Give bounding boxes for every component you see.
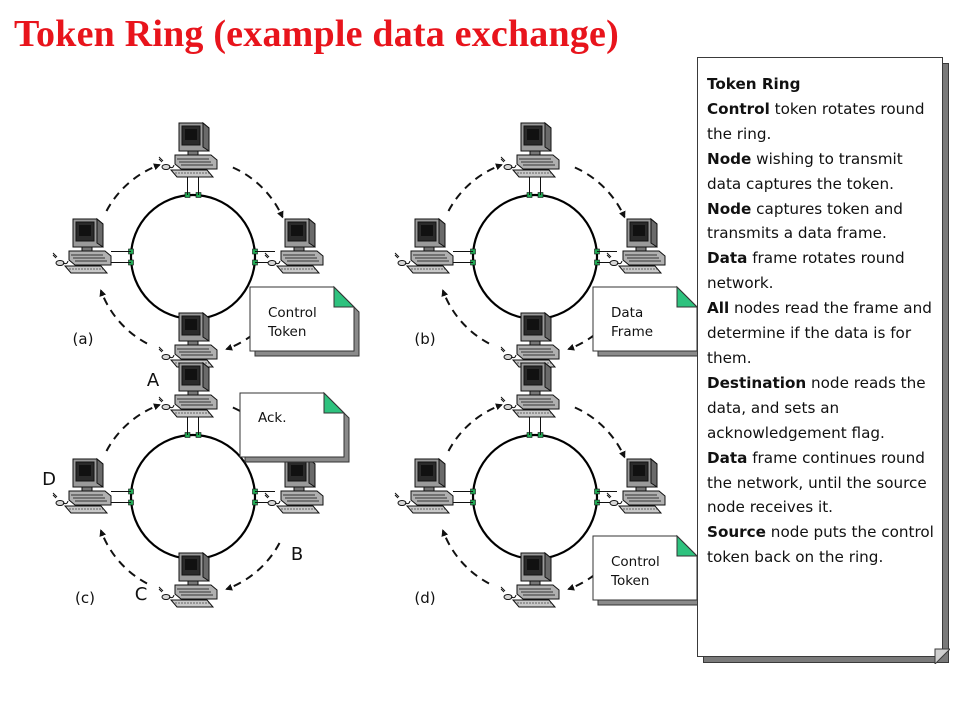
- ring-cable: [471, 433, 599, 561]
- info-step-keyword: Destination: [707, 373, 807, 392]
- info-step-keyword: All: [707, 299, 730, 318]
- flow-arrow: [441, 529, 490, 585]
- computer-icon: [500, 552, 560, 608]
- info-step-keyword: Node: [707, 149, 752, 168]
- computer-icon: [500, 122, 560, 178]
- ring-cable: [471, 193, 599, 321]
- computer-icon: [52, 218, 112, 274]
- ring-connector-top: [184, 417, 202, 438]
- note-text: Ack.: [258, 410, 287, 426]
- ring-panel-c: (c) A B C D Ack.: [42, 362, 350, 608]
- ring-connector-left: [111, 248, 134, 266]
- ring-connector-top: [184, 177, 202, 198]
- computer-icon: [500, 362, 560, 418]
- info-step-keyword: Source: [707, 523, 766, 542]
- info-step: Node captures token and transmits a data…: [707, 197, 939, 247]
- ring-connector-top: [526, 417, 544, 438]
- info-step-keyword: Data: [707, 448, 748, 467]
- info-step: Data frame rotates round network.: [707, 246, 939, 296]
- flow-arrow: [441, 289, 490, 345]
- flow-arrow: [447, 403, 503, 452]
- flow-arrow: [225, 542, 281, 591]
- computer-icon: [264, 458, 324, 514]
- panel-label: (c): [75, 589, 95, 607]
- ring-connector-left: [453, 488, 476, 506]
- info-step: Control token rotates round the ring.: [707, 97, 939, 147]
- info-step-text: frame rotates round network.: [707, 249, 905, 293]
- info-steps: Control token rotates round the ring.Nod…: [707, 97, 939, 570]
- note-text: Control: [611, 554, 660, 570]
- ring-connector-left: [111, 488, 134, 506]
- info-callout: Token Ring Control token rotates round t…: [697, 57, 950, 664]
- info-text: Token Ring Control token rotates round t…: [707, 72, 939, 570]
- info-step-keyword: Data: [707, 249, 748, 268]
- page-title: Token Ring (example data exchange): [14, 13, 619, 55]
- info-step-text: captures token and transmits a data fram…: [707, 199, 903, 243]
- info-step-text: wishing to transmit data captures the to…: [707, 149, 903, 193]
- flow-arrow: [232, 166, 284, 219]
- panel-label: (b): [414, 330, 435, 348]
- info-step: Node wishing to transmit data captures t…: [707, 147, 939, 197]
- note-text: Data: [611, 305, 643, 321]
- note-text: Token: [610, 573, 649, 589]
- flow-arrow: [574, 166, 626, 219]
- callout-page: Token Ring Control token rotates round t…: [697, 57, 943, 657]
- info-step-text: node puts the control token back on the …: [707, 523, 934, 567]
- computer-icon: [52, 458, 112, 514]
- panel-label: (d): [414, 589, 435, 607]
- computer-icon: [394, 458, 454, 514]
- info-heading: Token Ring: [707, 75, 801, 93]
- flow-arrow: [105, 163, 161, 212]
- info-step: Source node puts the control token back …: [707, 520, 939, 570]
- node-label-b: B: [291, 544, 303, 565]
- computer-icon: [158, 122, 218, 178]
- info-step: Data frame continues round the network, …: [707, 446, 939, 521]
- node-label-d: D: [42, 469, 56, 490]
- ring-connector-left: [453, 248, 476, 266]
- computer-icon: [158, 312, 218, 368]
- note-text: Frame: [611, 324, 653, 340]
- flow-arrow: [99, 289, 148, 345]
- info-step: All nodes read the frame and determine i…: [707, 296, 939, 371]
- flow-arrow: [574, 406, 626, 459]
- info-step-text: node reads the data, and sets an acknowl…: [707, 373, 926, 442]
- computer-icon: [264, 218, 324, 274]
- ring-cable: [129, 433, 257, 561]
- panel-label: (a): [73, 330, 94, 348]
- node-label-c: C: [135, 584, 148, 605]
- computer-icon: [158, 362, 218, 418]
- info-step-keyword: Node: [707, 199, 752, 218]
- computer-icon: [158, 552, 218, 608]
- flow-arrow: [447, 163, 503, 212]
- flow-arrow: [105, 403, 161, 452]
- info-step-text: nodes read the frame and determine if th…: [707, 299, 932, 367]
- note-text: Token: [267, 324, 306, 340]
- ring-cable: [129, 193, 257, 321]
- computer-icon: [500, 312, 560, 368]
- info-step: Destination node reads the data, and set…: [707, 371, 939, 446]
- ring-connector-top: [526, 177, 544, 198]
- info-step-text: token rotates round the ring.: [707, 99, 925, 143]
- frame-note: Ack.: [239, 391, 350, 463]
- flow-arrow: [99, 529, 148, 585]
- info-step-keyword: Control: [707, 99, 770, 118]
- info-step-text: frame continues round the network, until…: [707, 448, 927, 517]
- page-curl: [934, 648, 950, 664]
- note-text: Control: [268, 305, 317, 321]
- computer-icon: [394, 218, 454, 274]
- computer-icon: [606, 458, 666, 514]
- node-label-a: A: [147, 370, 160, 391]
- computer-icon: [606, 218, 666, 274]
